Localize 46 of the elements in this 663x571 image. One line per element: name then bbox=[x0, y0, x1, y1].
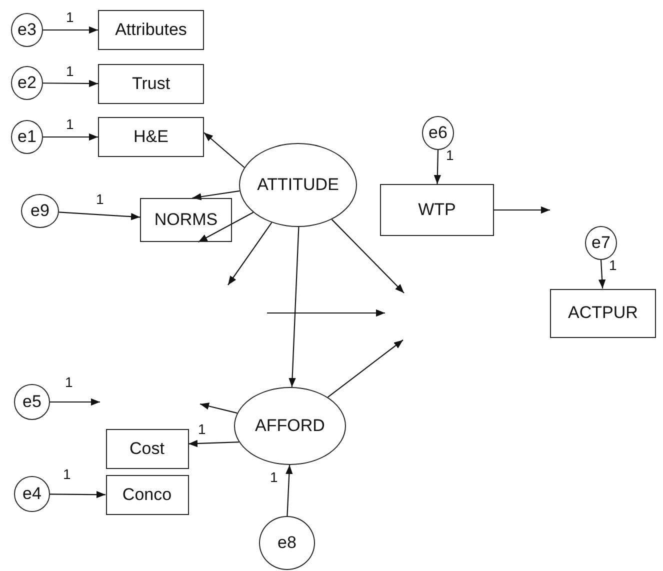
path-arrow bbox=[43, 26, 98, 34]
path-arrow bbox=[286, 464, 293, 516]
path-arrow bbox=[228, 222, 272, 286]
error-circle: e9 bbox=[21, 194, 59, 228]
path-arrow bbox=[50, 490, 106, 498]
edge-label: 1 bbox=[270, 470, 278, 484]
latent-ellipse: ATTITUDE bbox=[239, 143, 357, 227]
error-circle: e8 bbox=[259, 516, 315, 570]
path-arrow bbox=[598, 260, 606, 289]
edge-label: 1 bbox=[609, 258, 617, 272]
path-arrow bbox=[288, 226, 300, 388]
edge-label: 1 bbox=[66, 117, 74, 131]
edge-label: 1 bbox=[446, 148, 454, 162]
variable-box: NORMS bbox=[140, 198, 232, 242]
variable-box: ACTPUR bbox=[550, 288, 656, 338]
variable-box: Trust bbox=[98, 64, 204, 104]
path-arrow bbox=[494, 206, 550, 214]
variable-box: Cost bbox=[106, 429, 188, 469]
variable-box: Conco bbox=[106, 475, 188, 515]
latent-ellipse: AFFORD bbox=[234, 387, 346, 465]
path-arrow bbox=[434, 150, 442, 184]
error-circle: e1 bbox=[11, 120, 43, 154]
edge-label: 1 bbox=[66, 64, 74, 78]
path-arrow bbox=[204, 132, 245, 168]
edge-label: 1 bbox=[66, 10, 74, 24]
error-circle: e5 bbox=[14, 384, 50, 420]
path-arrow bbox=[331, 219, 404, 294]
path-arrow bbox=[327, 340, 404, 398]
path-arrow bbox=[198, 212, 254, 242]
edge-label: 1 bbox=[63, 467, 71, 481]
edge-label: 1 bbox=[65, 375, 73, 389]
error-circle: e2 bbox=[11, 66, 43, 100]
path-arrow bbox=[58, 212, 140, 220]
path-arrow bbox=[50, 398, 100, 406]
error-circle: e3 bbox=[11, 13, 43, 47]
path-arrow bbox=[192, 190, 240, 200]
path-arrow bbox=[188, 440, 239, 448]
error-circle: e4 bbox=[14, 476, 50, 512]
variable-box: WTP bbox=[380, 184, 494, 236]
variable-box: Attributes bbox=[98, 10, 204, 50]
path-arrow bbox=[43, 80, 98, 88]
edge-label: 1 bbox=[96, 192, 104, 206]
edge-label: 1 bbox=[198, 422, 206, 436]
variable-box: H&E bbox=[98, 117, 204, 157]
path-arrow bbox=[43, 133, 98, 141]
path-arrow bbox=[200, 402, 238, 414]
